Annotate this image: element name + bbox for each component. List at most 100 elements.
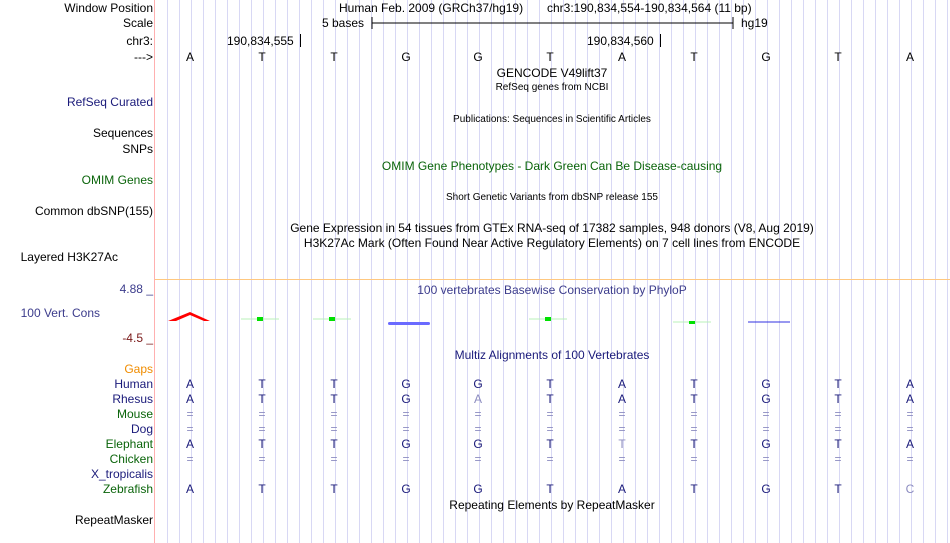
cons-pos-marks (241, 317, 711, 324)
alignment-base: = (258, 452, 266, 466)
alignment-base: T (834, 392, 842, 406)
alignment-base: T (330, 377, 338, 391)
alignment-base: = (186, 422, 194, 436)
alignment-base: A (473, 392, 482, 406)
alignment-base: T (546, 482, 554, 496)
label-strand[interactable]: ---> (134, 50, 153, 64)
reference-base: T (834, 50, 842, 64)
conservation-plot (168, 312, 790, 325)
label-snps[interactable]: SNPs (122, 142, 153, 156)
alignment-base: T (546, 437, 554, 451)
reference-base: T (546, 50, 554, 64)
alignment-base: = (402, 422, 410, 436)
track-separator (155, 279, 950, 280)
alignment-base: T (258, 377, 266, 391)
alignment-base: = (762, 452, 770, 466)
reference-base: G (473, 50, 483, 64)
reference-base: G (401, 50, 411, 64)
alignment-base: G (473, 437, 483, 451)
species-label[interactable]: Zebrafish (102, 482, 153, 496)
multiz-track-title[interactable]: Multiz Alignments of 100 Vertebrates (454, 348, 650, 362)
alignment-base: T (330, 482, 338, 496)
alignment-base: A (617, 377, 626, 391)
cons-neg-marks (388, 321, 790, 325)
alignment-base: = (762, 422, 770, 436)
alignment-base: C (905, 482, 915, 496)
species-label[interactable]: Chicken (109, 452, 153, 466)
alignment-base: = (546, 452, 554, 466)
label-omim[interactable]: OMIM Genes (81, 173, 153, 187)
label-chr[interactable]: chr3: (126, 34, 153, 48)
position-tick-2: 190,834,560 (587, 34, 654, 48)
cons-max: 4.88 _ (119, 282, 153, 296)
reference-base: T (330, 50, 338, 64)
scale-label: 5 bases (322, 16, 365, 30)
repeatmasker-track-title[interactable]: Repeating Elements by RepeatMasker (449, 498, 655, 512)
alignment-base: G (761, 392, 771, 406)
alignment-base: G (761, 437, 771, 451)
label-window-position[interactable]: Window Position (64, 1, 153, 15)
cons-peak (168, 312, 210, 321)
alignment-base: = (906, 407, 914, 421)
scale-db: hg19 (741, 16, 768, 30)
alignment-base: G (473, 482, 483, 496)
label-dbsnp[interactable]: Common dbSNP(155) (34, 204, 153, 218)
alignment-base: T (618, 437, 626, 451)
dbsnp-track-title[interactable]: Short Genetic Variants from dbSNP releas… (446, 192, 658, 203)
position-tick-1: 190,834,555 (227, 34, 294, 48)
alignment-base: = (546, 407, 554, 421)
omim-track-title[interactable]: OMIM Gene Phenotypes - Dark Green Can Be… (381, 159, 723, 173)
scale-bar (371, 17, 734, 29)
alignment-base: T (258, 437, 266, 451)
alignment-base: A (185, 377, 194, 391)
alignment-base: T (834, 482, 842, 496)
alignment-base: = (618, 452, 626, 466)
alignment-base: = (474, 452, 482, 466)
alignment-base: T (546, 392, 554, 406)
reference-base: A (185, 50, 194, 64)
alignment-base: T (690, 482, 698, 496)
species-label[interactable]: Elephant (105, 437, 153, 451)
label-h3k27ac[interactable]: Layered H3K27Ac (20, 250, 118, 264)
alignment-base: = (834, 422, 842, 436)
cons-min: -4.5 _ (122, 331, 153, 345)
label-refseq[interactable]: RefSeq Curated (66, 95, 153, 109)
alignment-base: A (617, 392, 626, 406)
alignment-base: A (905, 377, 914, 391)
gencode-track-title[interactable]: GENCODE V49lift37 (496, 66, 608, 80)
label-sequences[interactable]: Sequences (92, 126, 153, 140)
reference-base: T (258, 50, 266, 64)
alignment-base: = (618, 407, 626, 421)
cons-track-title[interactable]: 100 vertebrates Basewise Conservation by… (417, 283, 687, 297)
alignment-base: T (546, 377, 554, 391)
gtex-track-title[interactable]: Gene Expression in 54 tissues from GTEx … (290, 221, 814, 235)
reference-base: G (761, 50, 771, 64)
species-label[interactable]: Mouse (116, 407, 153, 421)
label-scale[interactable]: Scale (122, 16, 153, 30)
alignment-base: T (258, 482, 266, 496)
alignment-base: = (186, 452, 194, 466)
alignment-base: T (834, 377, 842, 391)
assembly: Human Feb. 2009 (GRCh37/hg19) (339, 1, 524, 15)
alignment-base: T (258, 392, 266, 406)
alignment-base: = (690, 407, 698, 421)
alignment-base: T (690, 377, 698, 391)
label-cons[interactable]: 100 Vert. Cons (20, 306, 100, 320)
alignment-base: = (330, 452, 338, 466)
label-repeatmasker[interactable]: RepeatMasker (74, 513, 153, 527)
h3k27ac-track-title[interactable]: H3K27Ac Mark (Often Found Near Active Re… (303, 236, 801, 250)
species-label[interactable]: X_tropicalis (90, 467, 153, 481)
alignment-base: = (402, 407, 410, 421)
species-label[interactable]: Human (114, 377, 153, 391)
species-label[interactable]: Dog (130, 422, 153, 436)
label-gaps[interactable]: Gaps (124, 362, 153, 376)
alignment-base: A (185, 482, 194, 496)
publications-track-title[interactable]: Publications: Sequences in Scientific Ar… (453, 114, 651, 125)
alignment-base: G (761, 377, 771, 391)
reference-base: A (905, 50, 914, 64)
alignment-base: G (473, 377, 483, 391)
refseq-track-title[interactable]: RefSeq genes from NCBI (495, 82, 609, 93)
species-label[interactable]: Rhesus (112, 392, 153, 406)
alignment-base: = (402, 452, 410, 466)
